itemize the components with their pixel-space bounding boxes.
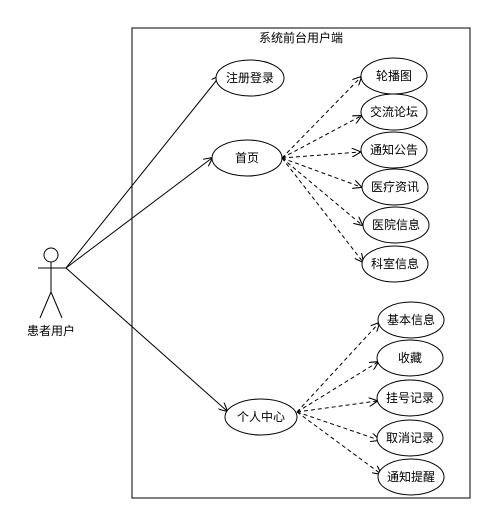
actor-label: 患者用户	[27, 323, 75, 338]
usecase-favorites-label: 收藏	[398, 351, 422, 365]
usecase-register-login: 注册登录	[215, 59, 285, 97]
association-actor-personal-center	[65, 267, 227, 411]
usecase-registration-record: 挂号记录	[376, 379, 444, 417]
actor-head	[43, 247, 59, 263]
usecase-cancel-record: 取消记录	[376, 419, 444, 457]
association-actor-home	[65, 158, 212, 269]
relations-layer	[65, 76, 381, 474]
usecase-medical-news: 医疗资讯	[361, 168, 429, 206]
usecase-favorites: 收藏	[376, 339, 444, 377]
dependency-home-department-info	[281, 157, 363, 262]
dependency-home-forum	[281, 116, 361, 159]
usecase-personal-center: 个人中心	[224, 398, 298, 436]
dependency-personal-center-favorites	[296, 362, 378, 413]
usecase-notification-reminder: 通知提醒	[377, 458, 445, 496]
usecase-department-info: 科室信息	[361, 245, 429, 283]
dependency-home-hospital-info	[281, 157, 362, 225]
usecase-hospital-info-label: 医院信息	[372, 217, 420, 232]
usecase-medical-news-label: 医疗资讯	[371, 180, 419, 194]
association-actor-register-login	[65, 76, 220, 269]
usecase-register-login-label: 注册登录	[226, 70, 274, 85]
usecase-hospital-info: 医院信息	[362, 206, 430, 244]
system-title: 系统前台用户端	[259, 30, 343, 45]
usecase-notice-label: 通知公告	[370, 143, 418, 157]
dependency-personal-center-basic-info	[296, 323, 379, 413]
usecase-notification-reminder-label: 通知提醒	[387, 469, 435, 484]
dependency-home-medical-news	[281, 157, 361, 187]
usecase-department-info-label: 科室信息	[371, 256, 419, 271]
usecase-carousel: 轮播图	[360, 57, 428, 95]
dependency-personal-center-cancel-record	[296, 411, 379, 440]
usecase-carousel-label: 轮播图	[376, 69, 412, 83]
usecase-personal-center-label: 个人中心	[237, 409, 285, 424]
usecase-basic-info-label: 基本信息	[387, 312, 435, 327]
actor-patient-user: 患者用户	[27, 247, 75, 338]
system-boundary	[131, 27, 471, 499]
usecase-home-label: 首页	[235, 151, 259, 165]
usecase-notice: 通知公告	[360, 131, 428, 169]
usecase-basic-info: 基本信息	[377, 301, 445, 339]
usecase-home: 首页	[211, 139, 283, 177]
usecase-cancel-record-label: 取消记录	[386, 431, 434, 445]
actor-left-leg	[39, 291, 52, 319]
dependency-home-carousel	[281, 77, 361, 159]
usecase-registration-record-label: 挂号记录	[386, 391, 434, 405]
dependency-home-notice	[281, 152, 360, 159]
actor-right-leg	[50, 291, 63, 319]
usecase-forum-label: 交流论坛	[370, 104, 418, 119]
dependency-personal-center-registration-record	[296, 401, 377, 413]
dependency-personal-center-notification-reminder	[296, 411, 381, 474]
usecase-forum: 交流论坛	[360, 93, 428, 131]
